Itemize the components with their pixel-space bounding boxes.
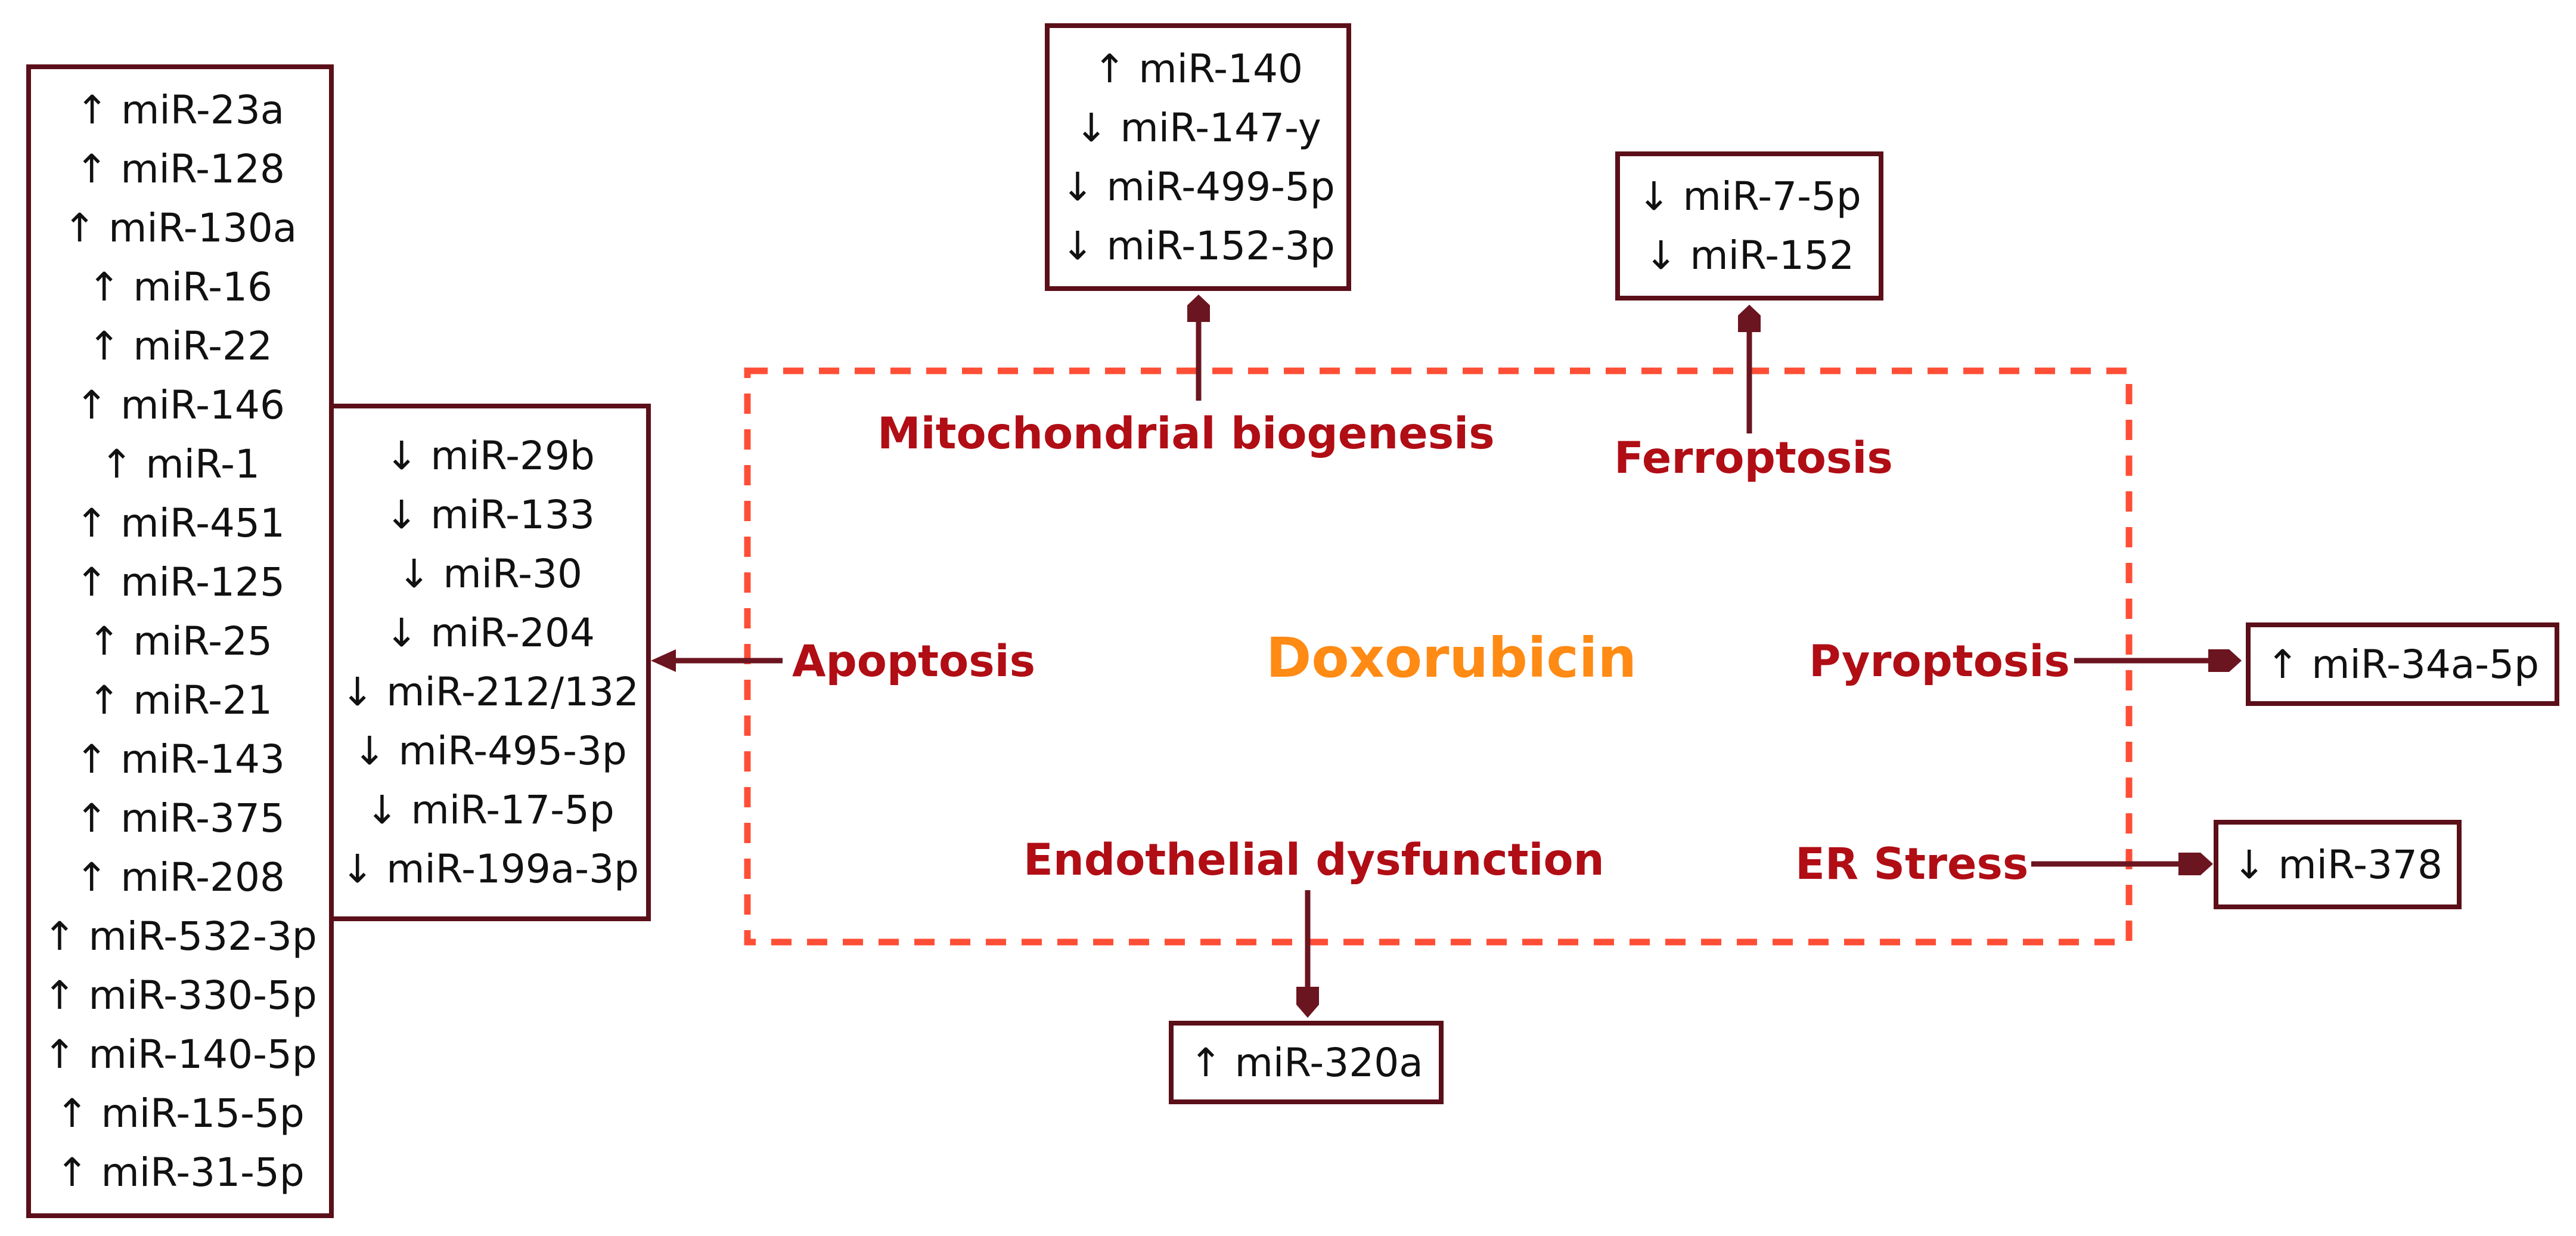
mirna-item: ↓ miR-212/132 <box>340 669 640 715</box>
mirna-item: ↓ miR-199a-3p <box>340 846 640 892</box>
mirna-item: ↑ miR-320a <box>1189 1039 1423 1086</box>
endothelial-dysfunction-label: Endothelial dysfunction <box>1023 835 1604 885</box>
apoptosis-arrowhead <box>651 649 676 672</box>
er-stress-label: ER Stress <box>1795 839 2029 890</box>
mirna-item: ↑ miR-375 <box>75 795 285 841</box>
mitochondrial-biogenesis-label: Mitochondrial biogenesis <box>877 408 1495 459</box>
mirna-item: ↑ miR-34a-5p <box>2265 641 2540 687</box>
mirna-item: ↑ miR-125 <box>75 559 285 605</box>
mirna-item: ↑ miR-451 <box>75 500 285 546</box>
endothelial-mirna-list: ↑ miR-320a <box>1174 1026 1439 1099</box>
er-stress-mirna-box: ↓ miR-378 <box>2214 820 2462 909</box>
mirna-item: ↓ miR-30 <box>398 551 582 597</box>
mirna-item: ↑ miR-128 <box>75 146 285 192</box>
endothelial-mirna-box: ↑ miR-320a <box>1169 1021 1444 1104</box>
doxorubicin-label: Doxorubicin <box>1266 626 1637 690</box>
mirna-item: ↑ miR-130a <box>63 205 297 251</box>
pyroptosis-label: Pyroptosis <box>1809 636 2070 687</box>
mirna-item: ↓ miR-378 <box>2233 841 2442 888</box>
mirna-item: ↑ miR-208 <box>75 854 285 900</box>
mitochondrial-arrowhead <box>1187 295 1210 322</box>
apoptosis-label: Apoptosis <box>792 636 1036 687</box>
endothelial-arrowhead <box>1296 987 1319 1018</box>
mitochondrial-mirna-box: ↑ miR-140 ↓ miR-147-y ↓ miR-499-5p ↓ miR… <box>1045 23 1351 291</box>
mirna-item: ↓ miR-147-y <box>1075 104 1321 151</box>
mirna-item: ↑ miR-140-5p <box>43 1031 317 1077</box>
mirna-item: ↑ miR-16 <box>88 264 272 310</box>
ferroptosis-mirna-box: ↓ miR-7-5p ↓ miR-152 <box>1615 151 1883 301</box>
mirna-item: ↑ miR-140 <box>1093 45 1303 92</box>
apoptosis-upregulated-box: ↑ miR-23a ↑ miR-128 ↑ miR-130a ↑ miR-16 … <box>26 64 334 1218</box>
apoptosis-downregulated-list: ↓ miR-29b ↓ miR-133 ↓ miR-30 ↓ miR-204 ↓… <box>334 408 646 916</box>
ferroptosis-arrowhead <box>1738 305 1761 332</box>
mirna-item: ↓ miR-152 <box>1644 233 1854 278</box>
pyroptosis-mirna-list: ↑ miR-34a-5p <box>2251 627 2555 701</box>
mirna-item: ↓ miR-204 <box>385 610 595 656</box>
mirna-item: ↑ miR-15-5p <box>55 1091 305 1136</box>
mirna-item: ↑ miR-21 <box>88 677 272 723</box>
mirna-item: ↑ miR-22 <box>88 323 272 369</box>
mirna-item: ↑ miR-25 <box>88 618 272 664</box>
pyroptosis-mirna-box: ↑ miR-34a-5p <box>2246 622 2559 706</box>
doxorubicin-dashed-frame <box>744 367 2133 946</box>
mirna-item: ↓ miR-29b <box>385 433 595 479</box>
mirna-item: ↑ miR-143 <box>75 736 285 782</box>
mitochondrial-mirna-list: ↑ miR-140 ↓ miR-147-y ↓ miR-499-5p ↓ miR… <box>1050 28 1346 286</box>
mirna-item: ↓ miR-133 <box>385 492 595 538</box>
ferroptosis-label: Ferroptosis <box>1614 433 1893 484</box>
mirna-item: ↑ miR-31-5p <box>55 1150 305 1195</box>
mirna-item: ↑ miR-146 <box>75 382 285 428</box>
er-stress-mirna-list: ↓ miR-378 <box>2218 825 2457 904</box>
mirna-item: ↑ miR-330-5p <box>43 972 317 1018</box>
mirna-item: ↓ miR-499-5p <box>1061 163 1335 210</box>
mirna-item: ↓ miR-495-3p <box>353 728 627 774</box>
mirna-item: ↑ miR-23a <box>75 87 285 133</box>
apoptosis-downregulated-box: ↓ miR-29b ↓ miR-133 ↓ miR-30 ↓ miR-204 ↓… <box>329 404 651 921</box>
mirna-item: ↓ miR-152-3p <box>1061 222 1335 269</box>
mirna-item: ↑ miR-532-3p <box>43 913 317 959</box>
mirna-item: ↓ miR-7-5p <box>1637 174 1861 219</box>
mirna-item: ↓ miR-17-5p <box>365 787 614 833</box>
ferroptosis-mirna-list: ↓ miR-7-5p ↓ miR-152 <box>1620 156 1879 296</box>
pyroptosis-arrowhead <box>2208 649 2242 672</box>
er-stress-arrowhead <box>2178 853 2213 875</box>
mirna-item: ↑ miR-1 <box>100 441 260 487</box>
apoptosis-upregulated-list: ↑ miR-23a ↑ miR-128 ↑ miR-130a ↑ miR-16 … <box>31 69 329 1213</box>
